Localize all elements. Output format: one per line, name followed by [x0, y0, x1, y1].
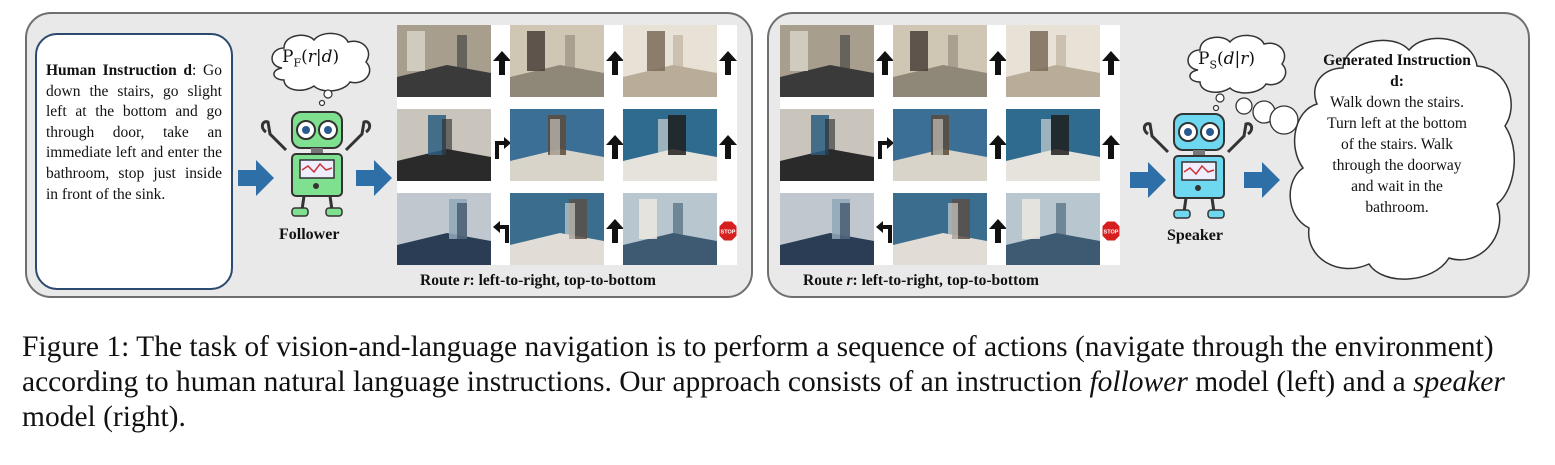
follower-turn-right-arrow-icon-4 [493, 135, 511, 159]
follower-thought-bubble [271, 32, 371, 107]
speaker-output-arrow-icon [1244, 162, 1280, 198]
speaker-stop-sign-icon-9: STOP [1101, 219, 1121, 243]
speaker-route-view-2 [893, 25, 987, 97]
follower-up-arrow-icon-1 [493, 51, 511, 75]
speaker-route-view-7 [780, 193, 874, 265]
generated-text: Walk down the stairs. Turn left at the b… [1327, 94, 1467, 216]
input-arrow-icon [238, 160, 274, 196]
speaker-route-view-1 [780, 25, 874, 97]
follower-up-arrow-icon-2 [606, 51, 624, 75]
follower-route-view-3 [623, 25, 717, 97]
speaker-robot-icon [1142, 113, 1254, 219]
speaker-up-arrow-icon-5 [989, 135, 1007, 159]
follower-robot-icon [260, 111, 372, 217]
human-instruction-box: Human Instruction d: Go down the stairs,… [35, 33, 233, 290]
follower-route-view-6 [623, 109, 717, 181]
speaker-probability: PS(d|r) [1198, 49, 1256, 72]
instruction-text: Go down the stairs, go slight left at th… [46, 62, 222, 203]
speaker-turn-right-arrow-icon-4 [876, 135, 894, 159]
speaker-up-arrow-icon-1 [876, 51, 894, 75]
speaker-route-view-6 [1006, 109, 1100, 181]
follower-route-view-2 [510, 25, 604, 97]
follower-route-view-9 [623, 193, 717, 265]
follower-route-grid: STOP [397, 25, 738, 265]
speaker-up-arrow-icon-6 [1102, 135, 1120, 159]
speaker-bubble-dots [1235, 97, 1299, 135]
figure-caption: Figure 1: The task of vision-and-languag… [22, 331, 1505, 433]
speaker-turn-left-arrow-icon-7 [876, 219, 894, 243]
follower-up-arrow-icon-5 [606, 135, 624, 159]
generated-instruction: Generated Instruction d: Walk down the s… [1322, 50, 1472, 218]
follower-up-arrow-icon-3 [719, 51, 737, 75]
follower-route-view-8 [510, 193, 604, 265]
speaker-route-view-4 [780, 109, 874, 181]
follower-turn-left-arrow-icon-7 [493, 219, 511, 243]
speaker-route-view-9 [1006, 193, 1100, 265]
speaker-route-view-8 [893, 193, 987, 265]
generated-instruction-cloud [1289, 37, 1516, 280]
follower-stop-sign-icon-9: STOP [718, 219, 738, 243]
speaker-route-label: Route r: left-to-right, top-to-bottom [803, 272, 1039, 289]
speaker-up-arrow-icon-8 [989, 219, 1007, 243]
svg-text:STOP: STOP [1104, 230, 1119, 236]
speaker-route-view-5 [893, 109, 987, 181]
speaker-route-view-3 [1006, 25, 1100, 97]
follower-up-arrow-icon-8 [606, 219, 624, 243]
follower-up-arrow-icon-6 [719, 135, 737, 159]
follower-route-view-1 [397, 25, 491, 97]
speaker-up-arrow-icon-3 [1102, 51, 1120, 75]
speaker-input-arrow-icon [1130, 162, 1166, 198]
instruction-label: Human Instruction d [46, 62, 193, 79]
speaker-thought-bubble [1187, 34, 1287, 112]
speaker-up-arrow-icon-2 [989, 51, 1007, 75]
follower-route-view-4 [397, 109, 491, 181]
svg-text:STOP: STOP [721, 230, 736, 236]
follower-probability: PF(r|d) [282, 47, 340, 70]
follower-label: Follower [279, 226, 340, 243]
follower-route-view-7 [397, 193, 491, 265]
follower-route-view-5 [510, 109, 604, 181]
speaker-route-grid: STOP [780, 25, 1121, 265]
follower-route-label: Route r: left-to-right, top-to-bottom [420, 272, 656, 289]
generated-label: Generated Instruction d: [1323, 52, 1471, 90]
output-arrow-icon [356, 160, 392, 196]
speaker-label: Speaker [1167, 227, 1223, 244]
